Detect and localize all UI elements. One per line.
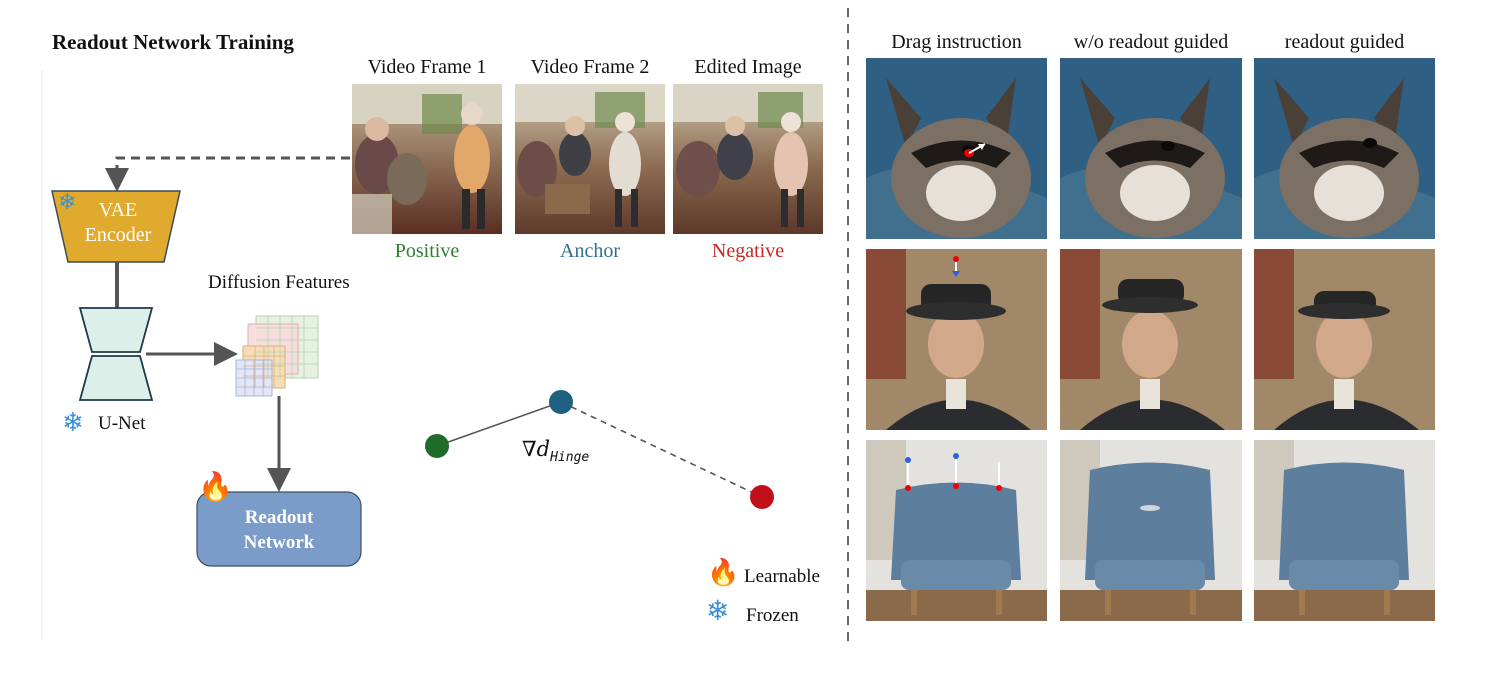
unet-label: U-Net xyxy=(98,413,146,434)
vae-label: VAE Encoder xyxy=(60,198,176,248)
armchair-drag-image xyxy=(866,440,1047,621)
anchor-label: Anchor xyxy=(560,240,620,262)
positive-anchor-line xyxy=(436,401,562,447)
input-dashed-arrow xyxy=(105,156,350,192)
negative-point xyxy=(750,485,774,509)
raccoon-readout-image xyxy=(1254,58,1435,239)
positive-label: Positive xyxy=(394,240,460,262)
feature-grid-stack xyxy=(235,315,319,397)
legend-flame-icon: 🔥 xyxy=(707,558,740,587)
col-header-readout: readout guided xyxy=(1284,31,1405,53)
unet-bottom-block xyxy=(78,355,154,401)
readout-network-block xyxy=(196,491,362,567)
hinge-loss-label: ∇dHinge xyxy=(522,437,589,465)
unet-snowflake-icon: ❄ xyxy=(62,408,84,437)
positive-point xyxy=(425,434,449,458)
armchair-readout-image xyxy=(1254,440,1435,621)
vae-label-line2: Encoder xyxy=(84,224,152,246)
anchor-point xyxy=(549,390,573,414)
hinge-loss-symbol: ∇d xyxy=(522,437,551,461)
legend-snowflake-icon: ❄ xyxy=(706,596,730,627)
col-header-wo-readout: w/o readout guided xyxy=(1073,31,1229,53)
legend-frozen: Frozen xyxy=(746,605,799,626)
portrait-drag-image xyxy=(866,249,1047,430)
negative-label: Negative xyxy=(711,240,785,262)
video-frame-1-image xyxy=(352,84,502,234)
raccoon-wo-readout-image xyxy=(1060,58,1242,239)
readout-label-line1: Readout xyxy=(244,507,314,528)
readout-flame-icon: 🔥 xyxy=(198,472,233,503)
readout-label-line2: Network xyxy=(243,532,315,553)
edited-image xyxy=(673,84,823,234)
video-frame-2-image xyxy=(515,84,665,234)
pipeline-diagram xyxy=(41,8,849,648)
armchair-wo-readout-image xyxy=(1060,440,1242,621)
raccoon-drag-image xyxy=(866,58,1047,239)
legend-learnable: Learnable xyxy=(744,566,820,587)
diffusion-features-label: Diffusion Features xyxy=(208,272,350,293)
vae-snowflake-icon: ❄ xyxy=(58,189,77,214)
edited-caption: Edited Image xyxy=(694,56,802,78)
panel-title: Readout Network Training xyxy=(52,30,294,54)
frame2-caption: Video Frame 2 xyxy=(530,56,650,78)
portrait-readout-image xyxy=(1254,249,1435,430)
readout-label: Readout Network xyxy=(197,505,361,555)
unet-top-block xyxy=(78,307,154,353)
portrait-wo-readout-image xyxy=(1060,249,1242,430)
vae-encoder-block xyxy=(51,190,181,263)
anchor-negative-line xyxy=(560,401,763,498)
col-header-drag: Drag instruction xyxy=(891,31,1022,53)
vae-label-line1: VAE xyxy=(98,199,138,221)
frame1-caption: Video Frame 1 xyxy=(367,56,487,78)
hinge-loss-subscript: Hinge xyxy=(550,450,590,466)
